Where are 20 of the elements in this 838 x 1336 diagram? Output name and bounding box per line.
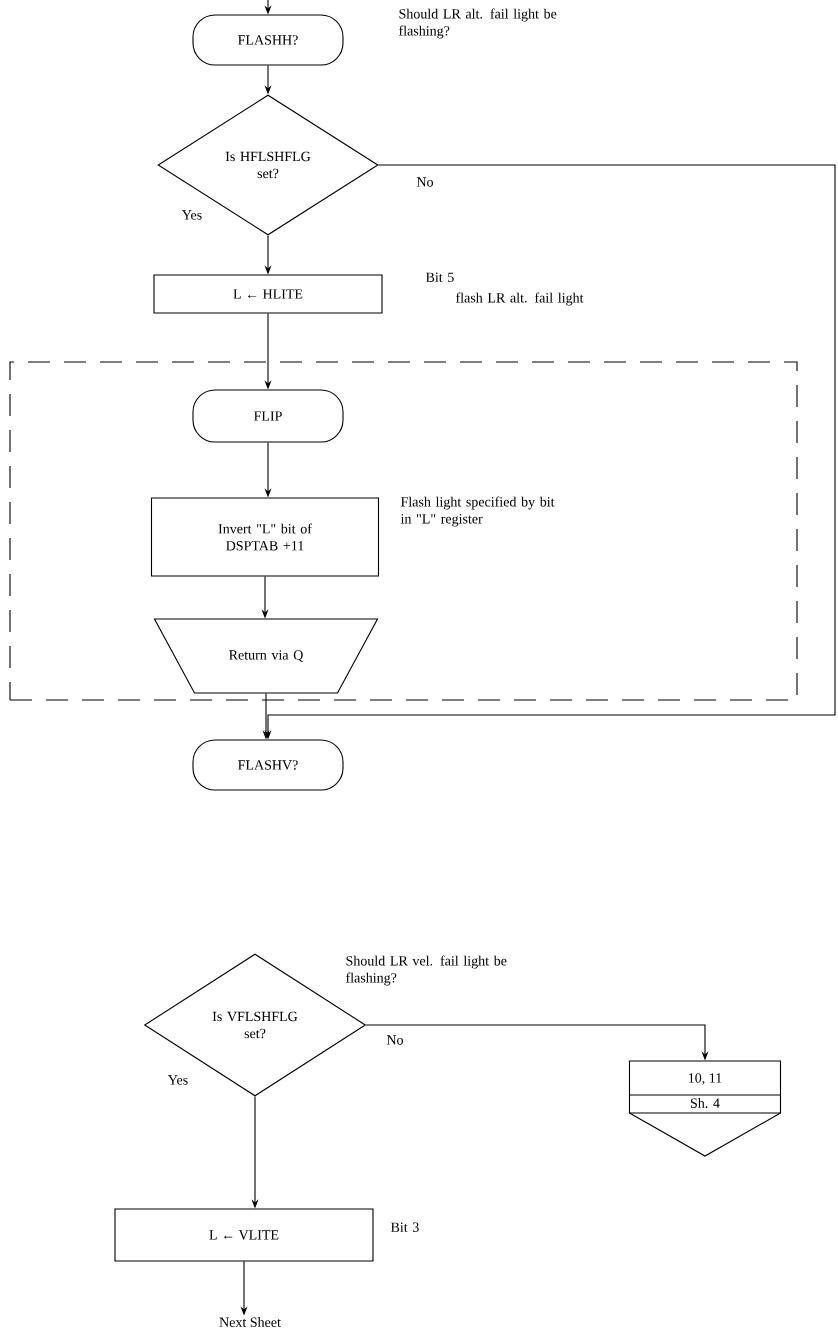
note-text: Should LR alt. fail light be flashing? bbox=[398, 8, 557, 39]
note-text: Should LR vel. fail light be flashing? bbox=[345, 955, 507, 986]
terminal-box: FLASHH? bbox=[192, 14, 344, 66]
dashed-group-box bbox=[9, 361, 798, 701]
edge-label: Yes bbox=[180, 209, 204, 221]
note-text: flash LR alt. fail light bbox=[455, 292, 584, 306]
next-sheet-label: Next Sheet bbox=[219, 1317, 281, 1327]
off-page-connector: 10, 11 Sh. 4 bbox=[628, 1060, 782, 1157]
edge-label: No bbox=[385, 1034, 405, 1046]
note-text: Bit 3 bbox=[390, 1222, 419, 1232]
note-text: Bit 5 bbox=[425, 272, 454, 282]
terminal-box: FLIP bbox=[192, 389, 344, 443]
terminal-box: FLASHV? bbox=[192, 739, 344, 791]
edge-label: No bbox=[415, 176, 435, 188]
edge-label: Yes bbox=[166, 1074, 190, 1086]
return-trapezoid: Return via Q bbox=[153, 618, 379, 694]
process-box: L ← VLITE bbox=[114, 1208, 374, 1262]
process-box: Invert "L" bit of DSPTAB +11 bbox=[150, 497, 380, 577]
process-box: L ← HLITE bbox=[153, 274, 383, 314]
note-text: Flash light specified by bit in "L" register bbox=[400, 496, 555, 527]
